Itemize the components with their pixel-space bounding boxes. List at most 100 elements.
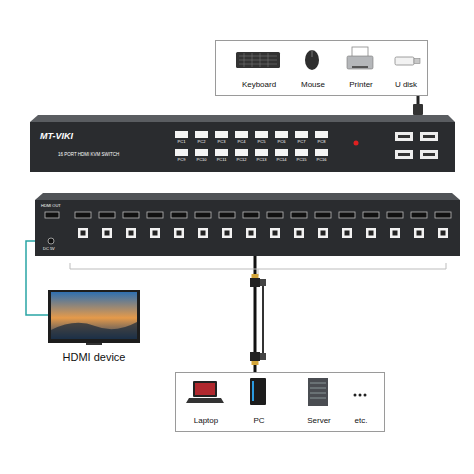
hdmi-in-port xyxy=(75,212,91,218)
hdmi-cable xyxy=(254,256,257,372)
hdmi-in-port xyxy=(363,212,379,218)
node-text: 16 PORT HDMI KVM SWITCH xyxy=(58,153,168,158)
switch-back-panel: HDMI OUT DC 5V xyxy=(35,200,460,256)
hdmi-cable xyxy=(26,241,48,315)
port-button xyxy=(275,149,288,156)
usb-disk-icon xyxy=(395,57,414,65)
usb-b-port-socket xyxy=(441,231,446,236)
port-button xyxy=(195,149,208,156)
hdmi-in-port xyxy=(387,212,403,218)
usb-b-port xyxy=(438,228,448,238)
usb-b-port xyxy=(222,228,232,238)
hdmi-in-port xyxy=(291,212,307,218)
hdmi-in-port xyxy=(123,212,139,218)
port-button xyxy=(295,149,308,156)
usb-b-port-socket xyxy=(201,231,206,236)
mouse-wheel xyxy=(312,50,313,57)
usb-port xyxy=(395,132,413,141)
more-dot xyxy=(364,394,367,397)
screen-landscape xyxy=(51,322,137,339)
node-text: HDMI OUT xyxy=(41,204,71,208)
printer-icon xyxy=(347,56,373,69)
port-button xyxy=(315,149,328,156)
usb-b-port xyxy=(198,228,208,238)
usb-plug xyxy=(413,104,423,115)
usb-port-slot xyxy=(423,135,435,138)
keyboard-icon xyxy=(236,52,280,68)
hdmi-plug-tip xyxy=(252,361,259,365)
back-port-group xyxy=(75,212,451,238)
hdmi-in-port xyxy=(147,212,163,218)
printer-slot xyxy=(352,66,368,68)
usb-b-port xyxy=(342,228,352,238)
usb-b-port-socket xyxy=(105,231,110,236)
usb-b-port-socket xyxy=(321,231,326,236)
front-usb-ports xyxy=(395,132,438,159)
hdmi-in-port xyxy=(219,212,235,218)
usb-b-port-socket xyxy=(417,231,422,236)
hdmi-in-port xyxy=(267,212,283,218)
usb-port-slot xyxy=(398,153,410,156)
usb-b-port xyxy=(150,228,160,238)
port-button xyxy=(275,131,288,138)
pc-tower xyxy=(250,378,266,405)
node-text: etc. xyxy=(341,417,381,426)
node-text: DC 5V xyxy=(43,247,67,251)
laptop-screen xyxy=(193,381,217,397)
hdmi-monitor: HDMI device xyxy=(48,290,140,345)
monitor-frame xyxy=(48,290,140,343)
usb-b-port xyxy=(78,228,88,238)
usb-b-port-socket xyxy=(345,231,350,236)
node-text: Mouse xyxy=(291,81,335,90)
hdmi-in-port xyxy=(243,212,259,218)
node-text: Laptop xyxy=(181,417,231,426)
usb-b-port-socket xyxy=(81,231,86,236)
usb-port-slot xyxy=(423,153,435,156)
switch-front-panel: MT-VIKI 16 PORT HDMI KVM SWITCH xyxy=(30,122,455,172)
usb-b-port-socket xyxy=(297,231,302,236)
usb-b-port-socket xyxy=(177,231,182,236)
hdmi-in-port xyxy=(435,212,451,218)
usb-b-port-socket xyxy=(393,231,398,236)
node-text: HDMI device xyxy=(44,351,144,363)
usb-b-port-socket xyxy=(225,231,230,236)
node-text: Server xyxy=(297,417,341,426)
hdmi-plug xyxy=(250,278,260,287)
switch-top-face xyxy=(30,115,455,122)
hdmi-plug xyxy=(250,352,260,361)
usb-b-port xyxy=(366,228,376,238)
usb-plug xyxy=(260,279,266,286)
monitor-stand xyxy=(86,343,102,345)
port-button xyxy=(215,149,228,156)
dc-jack xyxy=(48,238,54,244)
usb-disk-tip xyxy=(414,59,420,64)
usb-b-port-socket xyxy=(369,231,374,236)
node-text: PC xyxy=(239,417,279,426)
bracket xyxy=(70,263,446,276)
usb-b-port xyxy=(318,228,328,238)
hdmi-in-port xyxy=(411,212,427,218)
usb-b-port-socket xyxy=(273,231,278,236)
pc-light xyxy=(252,381,254,401)
node-text: U disk xyxy=(386,81,426,90)
hdmi-plug-tip xyxy=(252,274,259,278)
laptop-base xyxy=(186,398,224,403)
peripheral-box: KeyboardMousePrinterU disk xyxy=(215,40,428,96)
reset-button xyxy=(354,141,359,146)
printer-paper xyxy=(352,47,368,57)
port-button xyxy=(175,149,188,156)
usb-plug xyxy=(260,353,266,360)
hdmi-out-port xyxy=(45,212,59,218)
switch-top-face xyxy=(35,193,460,200)
node-text: MT-VIKI xyxy=(40,132,100,142)
port-button xyxy=(255,149,268,156)
usb-port xyxy=(420,132,438,141)
port-button xyxy=(175,131,188,138)
port-button xyxy=(255,131,268,138)
usb-b-port xyxy=(270,228,280,238)
laptop-display xyxy=(195,383,215,395)
usb-b-port xyxy=(126,228,136,238)
